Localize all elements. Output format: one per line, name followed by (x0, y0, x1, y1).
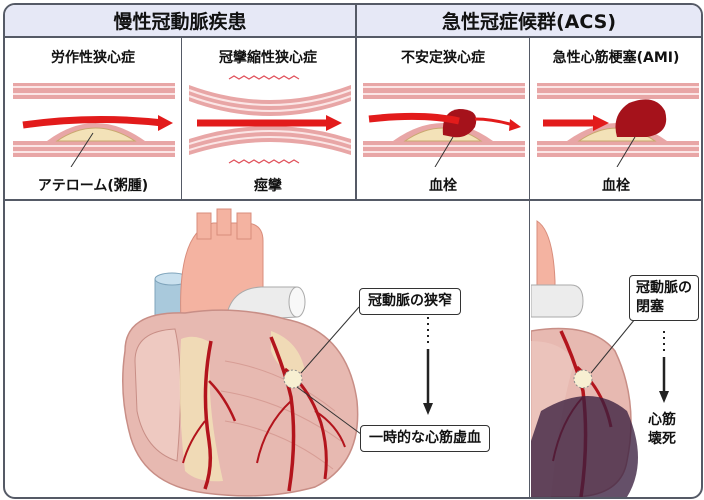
heart-illustration-stenosis (85, 201, 405, 497)
arrow-occlusion-to-necrosis (659, 331, 669, 405)
label-occlusion-line2: 閉塞 (636, 298, 692, 317)
figure-frame: 慢性冠動脈疾患 急性冠症候群(ACS) 労作性狭心症 冠攣縮性狭心症 不安定狭心… (3, 3, 703, 499)
artery-thrombus-occlusion-illustration (537, 75, 699, 167)
header-acs: 急性冠症候群(ACS) (357, 5, 701, 38)
header-chronic-cad: 慢性冠動脈疾患 (5, 5, 357, 38)
label-coronary-stenosis: 冠動脈の狭窄 (359, 288, 461, 315)
heart-illustration-occlusion (531, 201, 701, 497)
arrow-stenosis-to-ischemia (423, 317, 433, 417)
label-myocardial-necrosis: 心筋 壊死 (648, 411, 676, 449)
label-occlusion-line1: 冠動脈の (636, 279, 692, 298)
panel-title-exertional-angina: 労作性狭心症 (7, 47, 179, 67)
label-coronary-occlusion: 冠動脈の 閉塞 (629, 275, 699, 321)
label-transient-ischemia: 一時的な心筋虚血 (360, 425, 490, 452)
panel-title-ami: 急性心筋梗塞(AMI) (530, 47, 702, 67)
caption-thrombus-ami: 血栓 (530, 175, 702, 195)
panel-title-vasospastic-angina: 冠攣縮性狭心症 (182, 47, 354, 67)
caption-thrombus-unstable: 血栓 (357, 175, 529, 195)
artery-thrombus-partial-illustration (363, 75, 525, 167)
divider-panel-3-4 (529, 38, 530, 497)
caption-atheroma: アテローム(粥腫) (7, 175, 179, 195)
artery-atheroma-illustration (13, 75, 175, 167)
label-necrosis-line2: 壊死 (648, 430, 676, 449)
label-necrosis-line1: 心筋 (648, 411, 676, 430)
artery-vasospasm-illustration (189, 75, 351, 167)
panel-title-unstable-angina: 不安定狭心症 (357, 47, 529, 67)
caption-spasm: 痙攣 (182, 175, 354, 195)
